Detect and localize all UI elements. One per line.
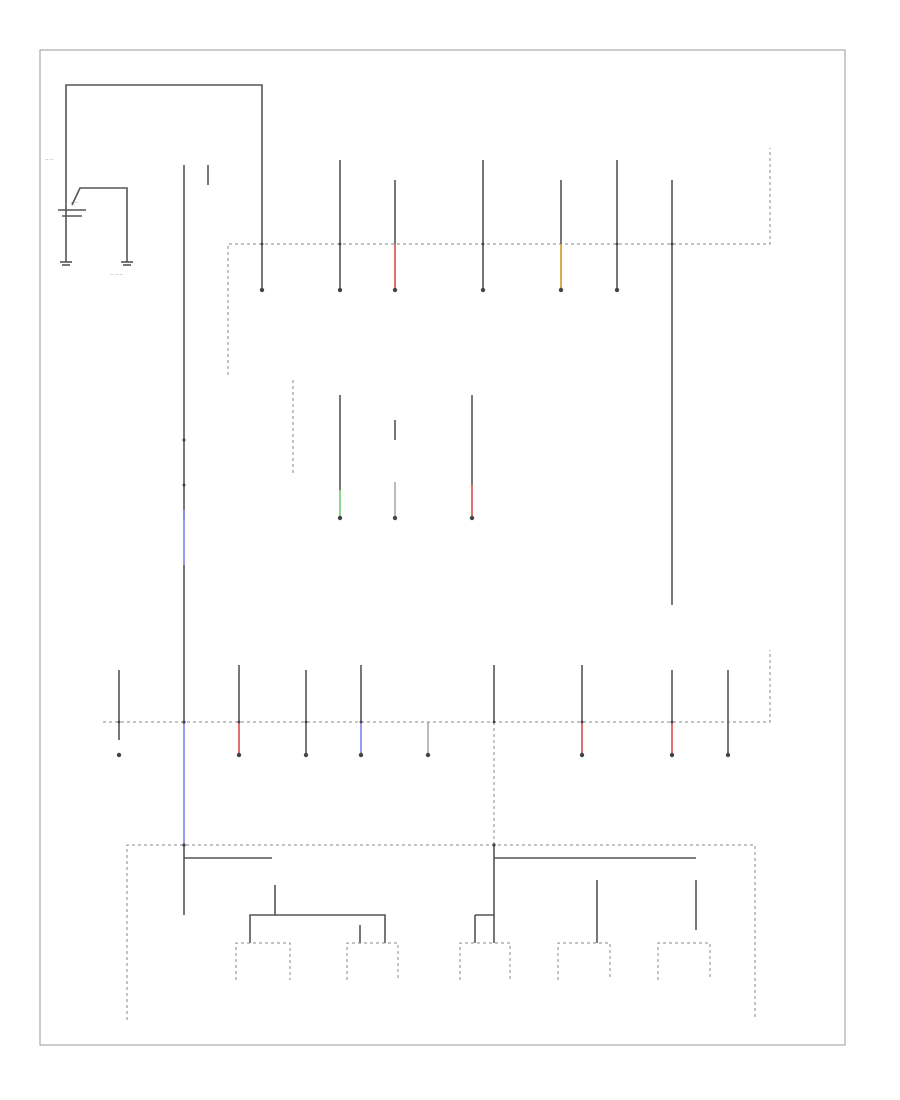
diagram-frame: [39, 49, 846, 1046]
ground-icon: [121, 261, 133, 266]
battery-circuit: — — — — — — —: [45, 84, 263, 276]
main-feed: [182, 165, 209, 915]
upper-fuse-box: [227, 148, 771, 605]
battery-icon: [58, 209, 86, 217]
ground-icon: [60, 261, 72, 266]
middle-fuse-group: [292, 380, 475, 521]
svg-text:— —: — —: [70, 200, 79, 204]
lower-fuse-box: [103, 650, 771, 845]
svg-text:— — —: — — —: [110, 272, 123, 276]
bottom-relay-box: [126, 843, 756, 1020]
svg-text:— —: — —: [45, 157, 54, 161]
